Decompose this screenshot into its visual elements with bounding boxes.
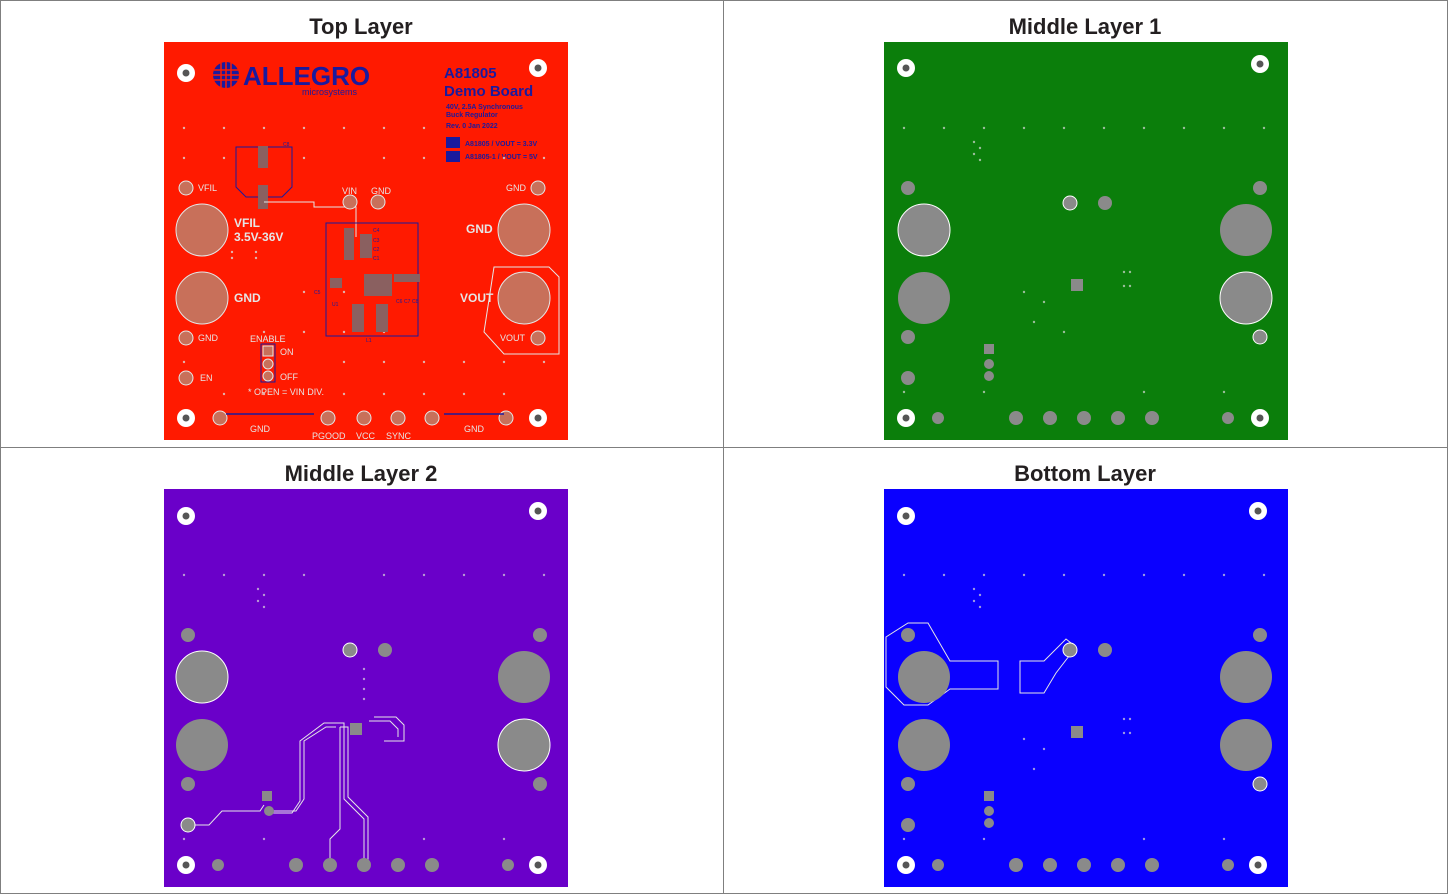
desc-line-1: 40V, 2.5A Synchronous: [446, 104, 523, 111]
gnd-top-label: GND: [371, 186, 392, 196]
gnd-topright-label: GND: [506, 183, 527, 193]
off-label: OFF: [280, 372, 298, 382]
enable-pin-3: [262, 370, 274, 382]
banana-jacks: [175, 203, 551, 325]
en-label: EN: [200, 373, 213, 383]
bottom-gnd-right-label: GND: [464, 424, 485, 434]
logo-text: ALLEGRO: [243, 61, 370, 91]
c1-label: C1: [373, 256, 380, 262]
board-bottom-layer: [884, 489, 1288, 887]
ic-area-pads: [330, 228, 420, 332]
variant-1-box: [446, 137, 460, 148]
variant-1-label: A81805 / VOUT = 3.3V: [465, 141, 538, 148]
vcc-label: VCC: [356, 431, 376, 440]
c3-label: C3: [373, 238, 380, 244]
allegro-logo: [213, 62, 239, 88]
cap-pad: [258, 185, 268, 209]
vfil-big-label: VFIL: [234, 216, 260, 230]
variant-2-box: [446, 151, 460, 162]
pgood-label: PGOOD: [312, 431, 346, 440]
desc-line-2: Buck Regulator: [446, 112, 498, 119]
gnd-pin-label: GND: [198, 333, 219, 343]
vout-trace: [483, 266, 560, 355]
vin-trace: [264, 201, 357, 237]
vout-pin-label: VOUT: [500, 333, 526, 343]
on-label: ON: [280, 347, 294, 357]
vfil-pin-label: VFIL: [198, 183, 217, 193]
board-middle-layer-1: [884, 42, 1288, 440]
panel-title-top-layer: Top Layer: [309, 14, 413, 39]
c8b-label: C8: [412, 299, 419, 305]
enable-label: ENABLE: [250, 334, 286, 344]
c8-label: C8: [283, 142, 290, 148]
board-name: Demo Board: [444, 83, 533, 100]
sync-label: SYNC: [386, 431, 412, 440]
bottom-gnd-left-label: GND: [250, 424, 271, 434]
c2-label: C2: [373, 247, 380, 253]
u1-label: U1: [332, 302, 339, 308]
vrange-label: 3.5V-36V: [234, 230, 283, 244]
c6-label: C6: [396, 299, 403, 305]
c8-outline: [235, 146, 293, 198]
enable-pin-1: [262, 345, 274, 357]
panel-title-middle-layer-2: Middle Layer 2: [284, 461, 438, 486]
vout-big-label: VOUT: [460, 291, 494, 305]
gnd-big-left-label: GND: [234, 291, 261, 305]
panel-title-middle-layer-1: Middle Layer 1: [1008, 14, 1162, 39]
vin-label: VIN: [342, 186, 357, 196]
board-bottom-bg: [884, 489, 1288, 887]
logo-subtext: microsystems: [302, 87, 358, 97]
open-note: * OPEN = VIN DIV.: [248, 387, 324, 397]
c5-label: C5: [314, 290, 321, 296]
revision-text: Rev. 0 Jan 2022: [446, 123, 498, 130]
c7-label: C7: [404, 299, 411, 305]
board-top-layer: ALLEGRO microsystems A81805 Demo Board 4…: [164, 42, 568, 440]
gnd-big-right-label: GND: [466, 222, 493, 236]
c4-label: C4: [373, 228, 380, 234]
c8-pad: [258, 146, 268, 168]
mount-hole-centers: [182, 64, 542, 422]
enable-jumper-outline: [260, 343, 276, 383]
board-mid1-bg: [884, 42, 1288, 440]
via-dots: [182, 126, 546, 396]
panel-title-bottom-layer: Bottom Layer: [1014, 461, 1156, 486]
l1-label: L1: [366, 338, 372, 344]
grid-divider-horizontal: [0, 447, 1448, 448]
enable-pin-2: [262, 358, 274, 370]
board-middle-layer-2: [164, 489, 568, 887]
part-number: A81805: [444, 65, 497, 82]
variant-2-label: A81805-1 / VOUT = 5V: [465, 154, 538, 161]
